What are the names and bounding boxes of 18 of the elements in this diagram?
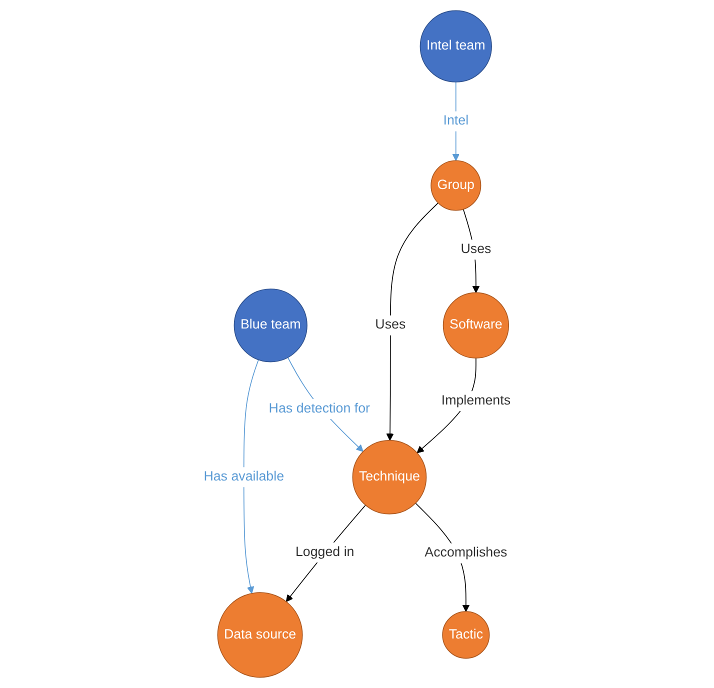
edge-label: Uses xyxy=(460,242,492,256)
arrow xyxy=(243,359,259,594)
edge-label: Accomplishes xyxy=(424,546,508,560)
arrow xyxy=(286,504,366,602)
edge-label: Has available xyxy=(204,470,284,484)
node-circle: Group xyxy=(430,160,482,211)
edge-label: Logged in xyxy=(295,545,354,560)
node-circle: Technique xyxy=(352,440,427,514)
arrow xyxy=(386,202,438,441)
node-circle: Blue team xyxy=(234,288,308,362)
edge-label: Implements xyxy=(441,394,510,408)
node-circle: Tactic xyxy=(442,611,490,659)
edge-label: Intel xyxy=(443,114,468,128)
node-circle: Intel team xyxy=(420,10,492,82)
edge-label: Has detection for xyxy=(268,402,370,416)
node-circle: Software xyxy=(442,292,509,358)
edge-label: Uses xyxy=(375,318,406,332)
node-circle: Data source xyxy=(217,592,303,678)
